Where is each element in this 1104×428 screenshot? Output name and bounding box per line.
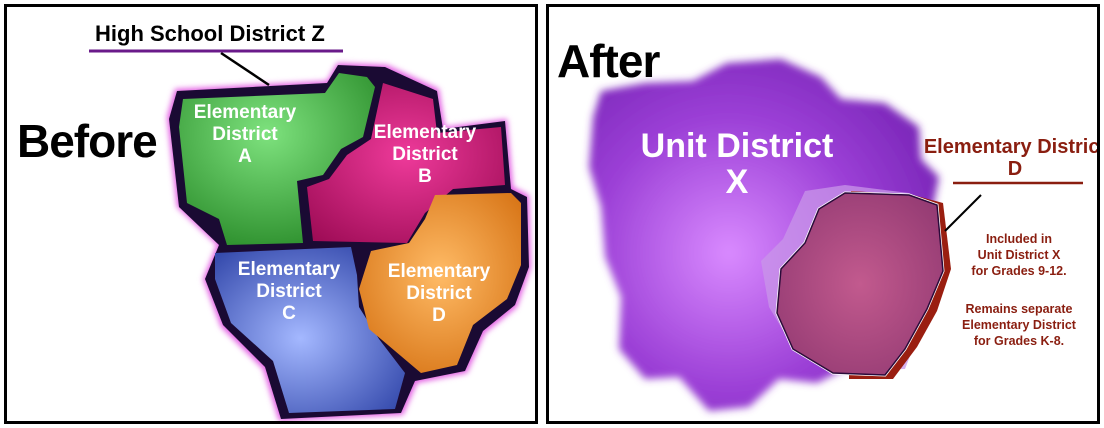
- district-z-title: High School District Z: [95, 21, 325, 46]
- district-a-line3: A: [238, 146, 252, 167]
- district-d-line3: D: [432, 305, 446, 326]
- district-a-line1: Elementary: [194, 102, 297, 123]
- district-c-line1: Elementary: [238, 259, 341, 280]
- district-d-line1: Elementary: [388, 261, 491, 282]
- district-c-region: [215, 247, 405, 413]
- note-remains-line1: Remains separate: [965, 302, 1072, 316]
- note-remains-line2: Elementary District: [962, 318, 1077, 332]
- district-b-line1: Elementary: [374, 122, 477, 143]
- district-b-line3: B: [418, 166, 432, 187]
- elem-d-leader: [944, 194, 982, 232]
- district-d-region: [359, 193, 521, 373]
- note-remains-line3: for Grades K-8.: [974, 334, 1064, 348]
- district-a-line2: District: [212, 124, 278, 145]
- before-panel: High School District Z Before Elementary…: [4, 4, 538, 424]
- before-map: High School District Z Before Elementary…: [17, 21, 531, 421]
- district-d-line2: District: [406, 283, 472, 304]
- district-b-region: [307, 83, 505, 243]
- district-z-callout: [220, 51, 270, 87]
- district-c-line2: District: [256, 281, 322, 302]
- unit-district-label: Unit District: [641, 127, 834, 165]
- note-included-line1: Included in: [986, 232, 1052, 246]
- elem-district-d-title: Elementary District: [924, 136, 1100, 158]
- district-b-line2: District: [392, 144, 458, 165]
- after-panel: After Unit District X Elementary Distric…: [546, 4, 1100, 424]
- note-included-line2: Unit District X: [978, 248, 1061, 262]
- unit-district-letter: X: [726, 163, 749, 201]
- district-c-line3: C: [282, 303, 296, 324]
- elementary-district-d-region: [776, 192, 944, 376]
- after-heading: After: [557, 35, 660, 87]
- after-map: After Unit District X Elementary Distric…: [557, 35, 1100, 411]
- before-heading: Before: [17, 115, 157, 167]
- elem-district-d-letter: D: [1008, 158, 1022, 180]
- note-included-line3: for Grades 9-12.: [971, 264, 1066, 278]
- district-a-region: [179, 73, 375, 245]
